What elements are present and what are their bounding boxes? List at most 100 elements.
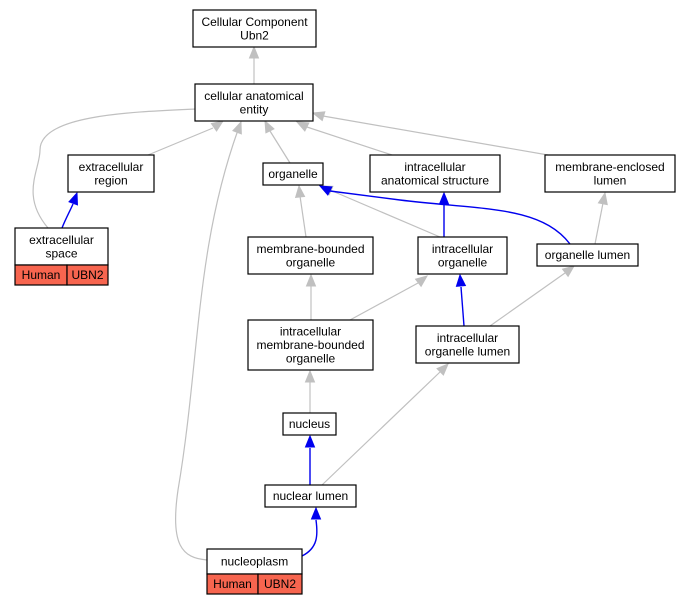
node-box: [369, 154, 501, 193]
edge-nucleoplasm-to-nuclear-lumen: [301, 506, 322, 557]
node-box: [247, 236, 374, 275]
node-box: [415, 325, 520, 364]
edge-nuclear-lumen-to-intracellular-organelle-lumen: [321, 363, 449, 486]
node-label-line: Cellular Component: [201, 15, 308, 29]
gene-tag[interactable]: [66, 264, 109, 286]
node-label-line: cellular anatomical: [204, 89, 303, 103]
edge-line: [489, 272, 566, 327]
edge-line: [301, 519, 318, 557]
edge-intracellular-organelle-lumen-to-intracellular-organelle: [455, 273, 467, 327]
arrow-head-icon: [436, 363, 449, 376]
gene-tag[interactable]: [257, 573, 303, 595]
edge-intracellular-organelle-lumen-to-organelle-lumen: [489, 265, 576, 327]
node-box: [417, 236, 508, 275]
arrow-head-icon: [294, 184, 306, 198]
species-tag-label: Human: [213, 577, 252, 591]
edge-line: [594, 202, 604, 245]
edge-intracellular-anatomical-structure-to-cellular-anatomical-entity: [295, 121, 393, 156]
arrow-head-icon: [295, 121, 310, 132]
node-label-line: membrane-bounded: [256, 242, 364, 256]
node-label-line: organelle: [268, 167, 318, 181]
edge-layer: [32, 45, 608, 561]
arrow-head-icon: [455, 273, 467, 287]
edge-line: [269, 130, 291, 164]
node-label-line: nucleoplasm: [221, 555, 288, 569]
edge-intracellular-membrane-bounded-organelle-to-intracellular-organelle: [349, 275, 429, 321]
node-label-line: nucleus: [289, 417, 330, 431]
edge-extracellular-region-to-cellular-anatomical-entity: [147, 120, 225, 156]
arrow-head-icon: [210, 120, 225, 132]
node-box: [14, 227, 109, 266]
node-label-line: Ubn2: [240, 28, 269, 42]
node-label-line: intracellular: [437, 331, 498, 345]
edge-line: [460, 286, 465, 327]
node-label-line: anatomical structure: [381, 173, 489, 187]
edge-line: [147, 127, 214, 156]
node-box: [282, 412, 337, 436]
edge-organelle-lumen-to-organelle: [318, 185, 571, 245]
node-box: [206, 548, 303, 575]
node-label-line: lumen: [594, 173, 627, 187]
node-box: [262, 162, 324, 186]
edge-nucleus-to-intracellular-membrane-bounded-organelle: [304, 369, 316, 413]
arrow-head-icon: [597, 191, 608, 206]
edge-nuclear-lumen-to-nucleus: [304, 434, 316, 485]
node-label-line: organelle lumen: [425, 344, 510, 358]
edge-line: [329, 189, 441, 238]
node-box: [67, 154, 155, 193]
edge-line: [329, 190, 571, 245]
arrow-head-icon: [414, 275, 429, 288]
gene-tag-label: UBN2: [71, 268, 103, 282]
node-label-line: space: [45, 246, 77, 260]
node-box: [247, 319, 374, 371]
edge-membrane-bounded-organelle-to-organelle: [294, 184, 307, 238]
node-nuclear-lumen[interactable]: nuclear lumen: [264, 484, 357, 508]
arrow-head-icon: [304, 434, 316, 448]
node-organelle-lumen[interactable]: organelle lumen: [536, 243, 639, 267]
node-label-line: organelle lumen: [545, 248, 630, 262]
edge-membrane-enclosed-lumen-to-cellular-anatomical-entity: [311, 111, 549, 156]
edge-intracellular-membrane-bounded-organelle-to-membrane-bounded-organelle: [305, 273, 317, 320]
node-box: [544, 154, 676, 193]
edge-organelle-to-cellular-anatomical-entity: [264, 119, 291, 164]
arrow-head-icon: [264, 119, 275, 134]
edge-intracellular-organelle-to-organelle: [319, 185, 441, 238]
node-label-line: entity: [240, 102, 269, 116]
node-label-line: region: [94, 173, 127, 187]
edge-extracellular-space-to-extracellular-region: [61, 191, 78, 229]
node-box: [194, 83, 314, 122]
edge-line: [349, 282, 419, 321]
gene-tag-label: UBN2: [264, 577, 296, 591]
edge-line: [174, 129, 239, 561]
arrow-head-icon: [232, 120, 242, 135]
arrow-head-icon: [304, 369, 316, 383]
edge-line: [299, 195, 307, 238]
edge-line: [321, 371, 441, 486]
node-label-line: intracellular: [280, 325, 341, 339]
arrow-head-icon: [248, 45, 260, 59]
node-box: [192, 9, 317, 48]
arrow-head-icon: [310, 506, 322, 520]
node-label-line: membrane-enclosed: [555, 160, 664, 174]
node-nucleus[interactable]: nucleus: [282, 412, 337, 436]
edge-intracellular-organelle-to-intracellular-anatomical-structure: [438, 191, 450, 237]
node-label-line: organelle: [438, 255, 488, 269]
species-tag-label: Human: [22, 268, 61, 282]
arrow-head-icon: [438, 191, 450, 205]
node-organelle[interactable]: organelle: [262, 162, 324, 186]
edge-organelle-lumen-to-membrane-enclosed-lumen: [594, 191, 608, 245]
node-label-line: organelle: [286, 352, 336, 366]
arrow-head-icon: [561, 265, 576, 278]
